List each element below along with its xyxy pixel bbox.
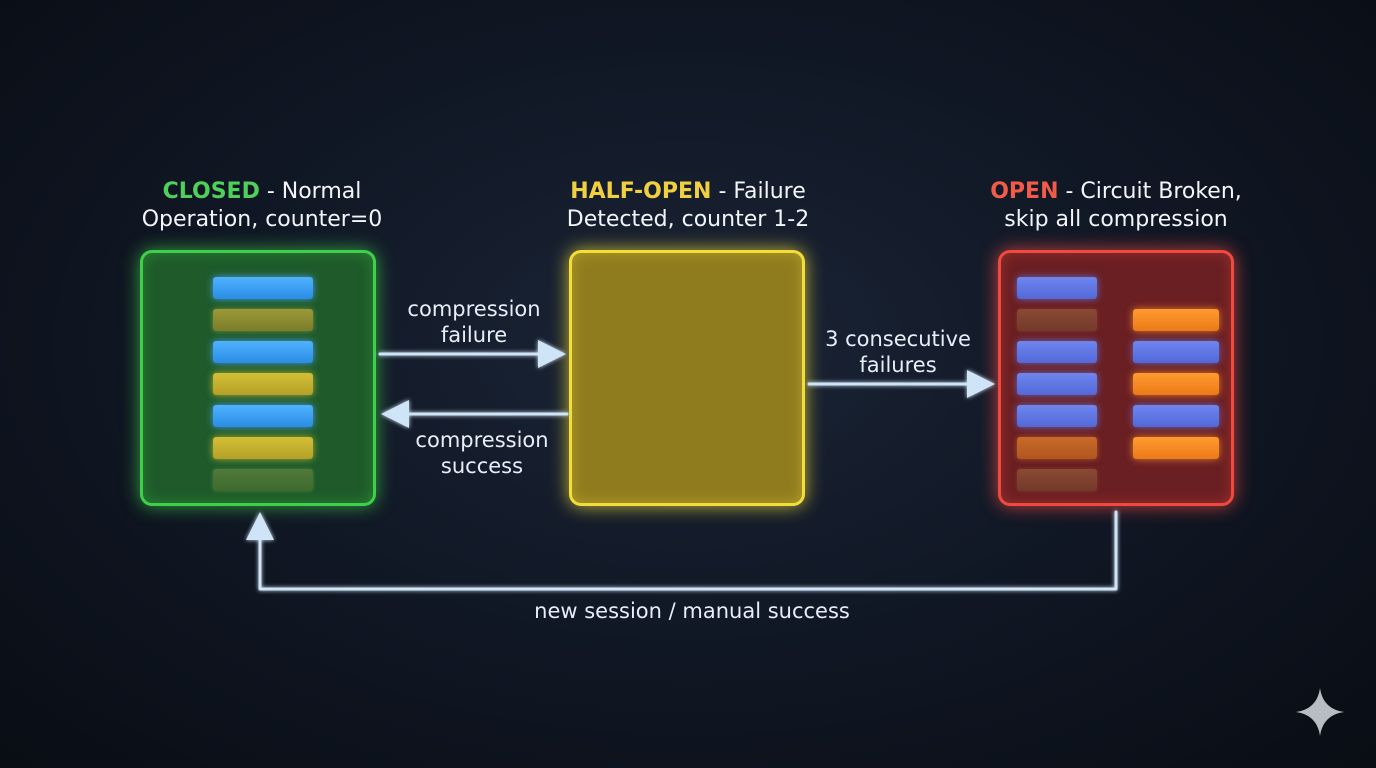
closed-block-6 [213,437,313,459]
open-left-block-5 [1017,405,1097,427]
label-consecutive-failures-line1: 3 consecutive [825,327,971,351]
arrow-compression-success [381,400,569,428]
closed-state-box [140,250,376,506]
open-right-block-5 [1133,437,1219,459]
label-compression-success: compression success [400,427,564,479]
arrow-reset [246,510,1118,591]
open-state-name: OPEN [990,179,1059,204]
closed-block-2 [213,309,313,331]
arrow-compression-failure [378,340,566,368]
open-right-block-2 [1133,341,1219,363]
half-open-state-box [569,250,805,506]
open-state-box [998,250,1234,506]
closed-state-desc-line2: Operation, counter=0 [141,207,383,232]
label-compression-failure-line1: compression [407,297,541,321]
label-reset: new session / manual success [534,599,850,623]
closed-block-7 [213,469,313,491]
half-open-state-desc-line1: - Failure [711,179,806,204]
open-left-block-3 [1017,341,1097,363]
open-left-block-4 [1017,373,1097,395]
open-state-desc-line2: skip all compression [1004,207,1228,232]
closed-state-name: CLOSED [162,179,260,204]
label-consecutive-failures-line2: failures [859,353,937,377]
open-state-title: OPEN - Circuit Broken, skip all compress… [956,178,1276,234]
label-compression-success-line2: success [440,454,524,478]
half-open-state-title: HALF-OPEN - Failure Detected, counter 1-… [528,178,848,234]
open-state-desc-line1: - Circuit Broken, [1058,179,1242,204]
open-left-block-6 [1017,437,1097,459]
open-right-block-3 [1133,373,1219,395]
arrow-consecutive-failures [807,370,995,398]
open-left-block-2 [1017,309,1097,331]
half-open-state-desc-line2: Detected, counter 1-2 [566,207,810,232]
label-compression-failure-line2: failure [440,323,508,347]
closed-block-5 [213,405,313,427]
half-open-state-name: HALF-OPEN [570,179,712,204]
closed-state-desc-line1: - Normal [259,179,362,204]
closed-state-title: CLOSED - Normal Operation, counter=0 [102,178,422,234]
label-compression-success-line1: compression [415,428,549,452]
open-left-block-1 [1017,277,1097,299]
open-right-block-1 [1133,309,1219,331]
open-left-block-7 [1017,469,1097,491]
label-consecutive-failures: 3 consecutive failures [818,326,978,378]
label-compression-failure: compression failure [392,296,556,348]
open-right-block-4 [1133,405,1219,427]
closed-block-3 [213,341,313,363]
sparkle-icon [1296,688,1344,736]
closed-block-4 [213,373,313,395]
closed-block-1 [213,277,313,299]
